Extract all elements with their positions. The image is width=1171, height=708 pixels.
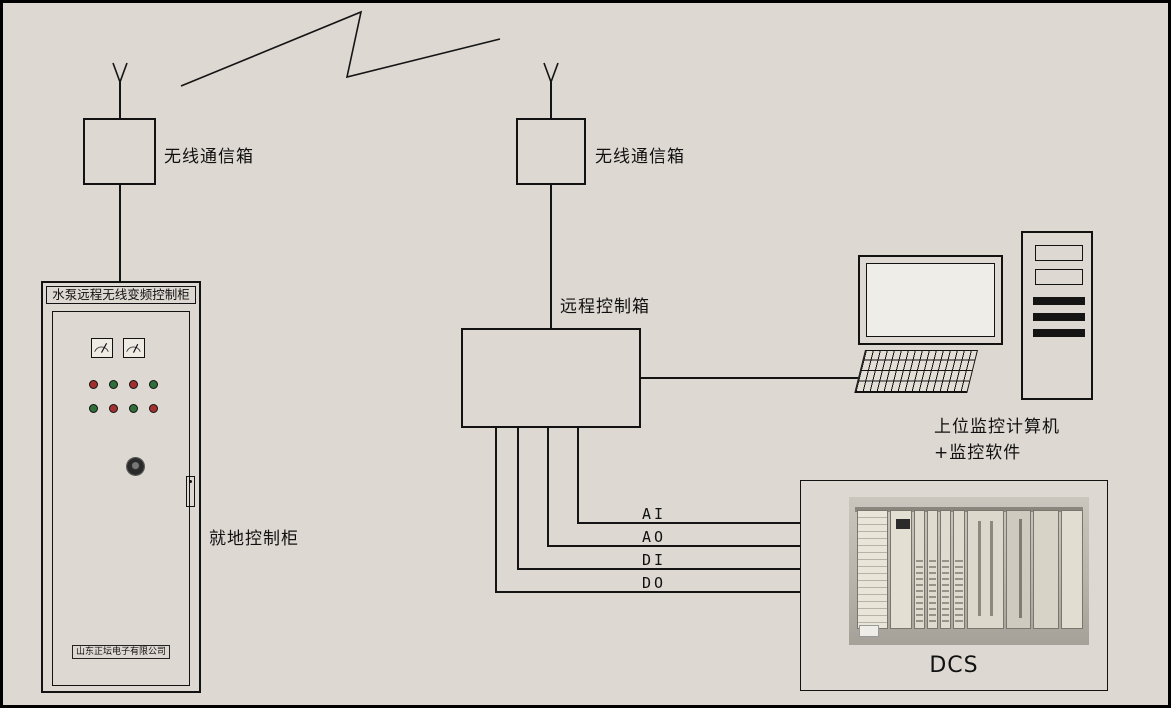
indicator-light-icon [149, 380, 158, 389]
computer-caption: 上位监控计算机 +监控软件 [934, 414, 1060, 466]
cabinet-door: 山东正坛电子有限公司 [52, 311, 195, 686]
indicator-light-icon [149, 404, 158, 413]
computer-caption-line1: 上位监控计算机 [934, 417, 1060, 437]
meter-gauge-icon [123, 338, 145, 358]
psu-module-icon [857, 510, 888, 629]
computer-caption-line2: +监控软件 [934, 443, 1022, 463]
wireless-comm-box-middle [516, 118, 586, 185]
local-control-cabinet: 水泵远程无线变频控制柜 [41, 281, 201, 693]
connection-lines [112, 10, 861, 593]
din-rail-icon [855, 507, 1083, 512]
door-handle-icon [186, 476, 195, 507]
plc-modules [857, 510, 1083, 629]
drive-bay-icon [1035, 245, 1083, 261]
dcs-label: DCS [929, 653, 979, 678]
indicator-light-icon [109, 404, 118, 413]
dcs-frame: DCS [800, 480, 1108, 691]
computer-tower-icon [1021, 231, 1093, 400]
wireless-comm-box-middle-label: 无线通信箱 [595, 147, 685, 167]
wireless-comm-box-left [83, 118, 156, 185]
signal-label-ao: AO [642, 528, 667, 546]
vent-slot-icon [1033, 329, 1085, 337]
end-module-icon [1060, 510, 1083, 629]
wire-signal-di [517, 428, 800, 570]
signal-label-di: DI [642, 551, 667, 569]
wire-signal-ai [577, 428, 800, 524]
wire-signal-do [495, 428, 800, 593]
drive-bay-icon [1035, 269, 1083, 285]
io-module-icon [926, 510, 939, 629]
meter-gauge-icon [91, 338, 113, 358]
antenna-icon [112, 62, 128, 118]
indicator-light-icon [129, 380, 138, 389]
local-cabinet-caption: 就地控制柜 [209, 529, 299, 549]
indicator-light-icon [89, 380, 98, 389]
keyboard-icon [854, 350, 978, 393]
cpu-module-icon [889, 510, 912, 629]
remote-control-box [461, 328, 641, 428]
cabinet-title-plate: 水泵远程无线变频控制柜 [46, 286, 196, 304]
signal-label-do: DO [642, 574, 667, 592]
io-module-icon [953, 510, 965, 629]
indicator-light-icon [129, 404, 138, 413]
monitor-screen [866, 263, 995, 337]
label-sticker-icon [859, 625, 879, 637]
remote-control-box-label: 远程控制箱 [560, 297, 650, 317]
monitor-icon [858, 255, 1003, 345]
zigzag-wireless-signal-icon [180, 10, 501, 87]
vent-slot-icon [1033, 297, 1085, 305]
wire-signal-ao [547, 428, 800, 547]
indicator-light-icon [89, 404, 98, 413]
control-knob-icon [127, 458, 144, 475]
comm-module-icon [966, 510, 1004, 629]
cabinet-company-plate: 山东正坛电子有限公司 [71, 645, 171, 659]
io-module-icon [940, 510, 952, 629]
antenna-icon [543, 62, 559, 118]
io-module-icon [913, 510, 925, 629]
vent-slot-icon [1033, 313, 1085, 321]
expansion-module-icon [1005, 510, 1032, 629]
signal-label-ai: AI [642, 505, 667, 523]
indicator-light-icon [109, 380, 118, 389]
wireless-comm-box-left-label: 无线通信箱 [164, 147, 254, 167]
dcs-modules-photo [849, 497, 1089, 645]
expansion-module-icon [1033, 510, 1059, 629]
